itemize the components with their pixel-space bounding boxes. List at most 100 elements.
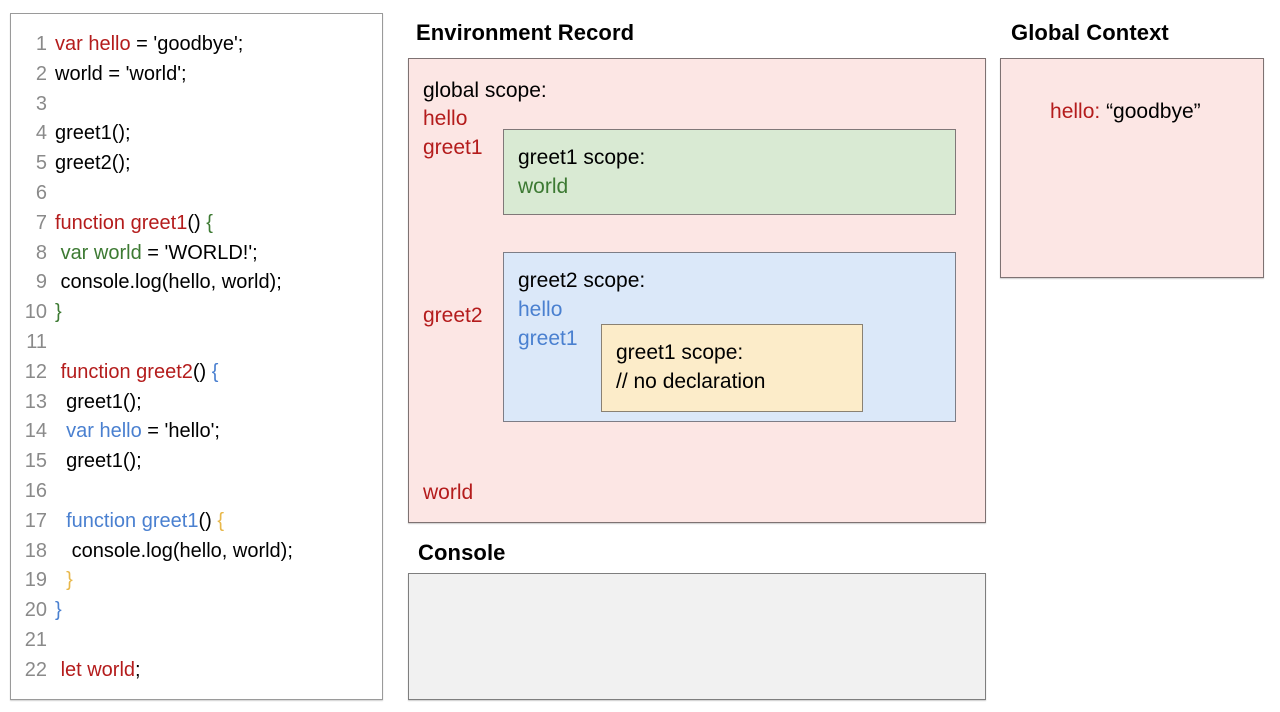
code-line[interactable]: 4 greet1(); <box>11 119 382 149</box>
global-binding-hello: hello <box>423 107 468 130</box>
code-line-text: console.log(hello, world); <box>55 268 282 298</box>
console-output <box>409 574 985 594</box>
global-context-entry-hello: hello: “goodbye” <box>1015 76 1201 148</box>
code-token <box>55 569 66 591</box>
code-line-text <box>55 90 61 120</box>
code-line-text: function greet2() { <box>55 358 219 388</box>
greet1-binding-world: world <box>518 175 569 198</box>
code-token: { <box>206 211 213 234</box>
code-line-number: 12 <box>24 360 47 383</box>
code-line[interactable]: 18 console.log(hello, world); <box>11 537 382 567</box>
code-line-number: 13 <box>24 390 47 413</box>
greet1-scope-label: greet1 scope: <box>518 146 646 169</box>
code-line-text: } <box>55 566 73 596</box>
code-line[interactable]: 21 <box>11 626 382 656</box>
code-line-text: greet1(); <box>55 119 131 149</box>
code-line-text <box>55 626 61 656</box>
code-token <box>55 510 66 532</box>
code-line-text: } <box>55 596 62 626</box>
code-token: { <box>217 509 225 532</box>
greet2-binding-hello: hello <box>518 298 563 321</box>
code-line-text: world = 'world'; <box>55 60 187 90</box>
code-line-number: 14 <box>24 420 47 443</box>
code-line-number: 4 <box>35 122 47 145</box>
code-line[interactable]: 3 <box>11 90 382 120</box>
environment-record-panel: global scope: hello greet1 greet2 world … <box>408 58 986 523</box>
code-token: = 'WORLD!'; <box>141 241 258 264</box>
code-line[interactable]: 8 var world = 'WORLD!'; <box>11 239 382 269</box>
code-token: } <box>55 301 62 324</box>
greet1-scope-box: greet1 scope: world <box>503 129 956 215</box>
code-token: = 'goodbye'; <box>130 33 244 55</box>
code-line-number: 19 <box>24 569 47 592</box>
code-line-number: 3 <box>35 92 47 115</box>
console-title: Console <box>418 540 506 565</box>
code-token: var hello <box>66 420 142 443</box>
code-token: { <box>211 360 219 383</box>
code-token: world = 'world'; <box>55 62 187 85</box>
code-token: greet2(); <box>55 152 131 175</box>
code-token: ; <box>135 658 141 681</box>
code-line-number: 15 <box>24 450 47 473</box>
code-line[interactable]: 12 function greet2() { <box>11 358 382 388</box>
code-line[interactable]: 6 <box>11 179 382 209</box>
code-token: function greet1 <box>55 211 188 234</box>
code-line-number: 20 <box>24 599 47 622</box>
code-token: = 'hello'; <box>141 420 220 443</box>
code-editor-panel[interactable]: 1 var hello = 'goodbye'; 2 world = 'world';… <box>10 13 383 700</box>
code-line[interactable]: 16 <box>11 477 382 507</box>
code-line-text: greet1(); <box>55 388 142 418</box>
code-token: let world <box>60 658 136 681</box>
global-context-panel: hello: “goodbye” <box>1000 58 1264 278</box>
inner-greet1-scope-contents: greet1 scope: // no declaration <box>602 325 862 396</box>
code-line[interactable]: 17 function greet1() { <box>11 507 382 537</box>
code-token: var hello <box>55 33 131 55</box>
code-line-number: 1 <box>35 33 47 55</box>
code-line[interactable]: 1 var hello = 'goodbye'; <box>11 30 382 60</box>
code-line-text: function greet1() { <box>55 507 224 537</box>
code-token: function greet1 <box>66 509 199 532</box>
code-token: greet1(); <box>55 390 142 413</box>
global-scope-label: global scope: <box>423 79 547 102</box>
code-line[interactable]: 11 <box>11 328 382 358</box>
code-line-text: var hello = 'hello'; <box>55 417 220 447</box>
code-line[interactable]: 15 greet1(); <box>11 447 382 477</box>
code-line-text: greet1(); <box>55 447 142 477</box>
global-binding-world: world <box>423 481 474 504</box>
code-line-text <box>55 477 61 507</box>
code-line-number: 9 <box>35 271 47 294</box>
code-line-number: 5 <box>35 152 47 175</box>
code-line-number: 8 <box>35 241 47 264</box>
code-line[interactable]: 19 } <box>11 566 382 596</box>
code-line[interactable]: 5 greet2(); <box>11 149 382 179</box>
code-line-number: 22 <box>24 658 47 681</box>
code-line-text: var hello = 'goodbye'; <box>55 30 243 60</box>
code-line-number: 10 <box>24 301 47 324</box>
code-token: var world <box>60 241 142 264</box>
greet1-scope-contents: greet1 scope: world <box>504 130 955 201</box>
code-line-text: let world; <box>55 656 141 686</box>
code-line-number: 16 <box>24 479 47 502</box>
code-line-number: 7 <box>35 211 47 234</box>
greet2-scope-box: greet2 scope: hello greet1 greet1 scope:… <box>503 252 956 422</box>
console-panel[interactable] <box>408 573 986 700</box>
code-line[interactable]: 2 world = 'world'; <box>11 60 382 90</box>
greet2-scope-contents: greet2 scope: hello greet1 <box>504 253 955 353</box>
code-line[interactable]: 22 let world; <box>11 656 382 686</box>
code-line[interactable]: 13 greet1(); <box>11 388 382 418</box>
greet2-binding-greet1: greet1 <box>518 327 578 350</box>
code-line-text: var world = 'WORLD!'; <box>55 239 258 269</box>
environment-record-title: Environment Record <box>416 20 635 45</box>
code-line[interactable]: 14 var hello = 'hello'; <box>11 417 382 447</box>
inner-greet1-scope-label: greet1 scope: <box>616 341 744 364</box>
code-line-number: 2 <box>35 62 47 85</box>
greet2-scope-label: greet2 scope: <box>518 269 646 292</box>
code-line[interactable]: 9 console.log(hello, world); <box>11 268 382 298</box>
code-line-list: 1 var hello = 'goodbye'; 2 world = 'world';… <box>11 14 382 686</box>
code-token: console.log(hello, world); <box>55 271 282 294</box>
code-line[interactable]: 20} <box>11 596 382 626</box>
code-token: () <box>192 360 212 383</box>
code-token: } <box>66 569 73 592</box>
code-line[interactable]: 10} <box>11 298 382 328</box>
